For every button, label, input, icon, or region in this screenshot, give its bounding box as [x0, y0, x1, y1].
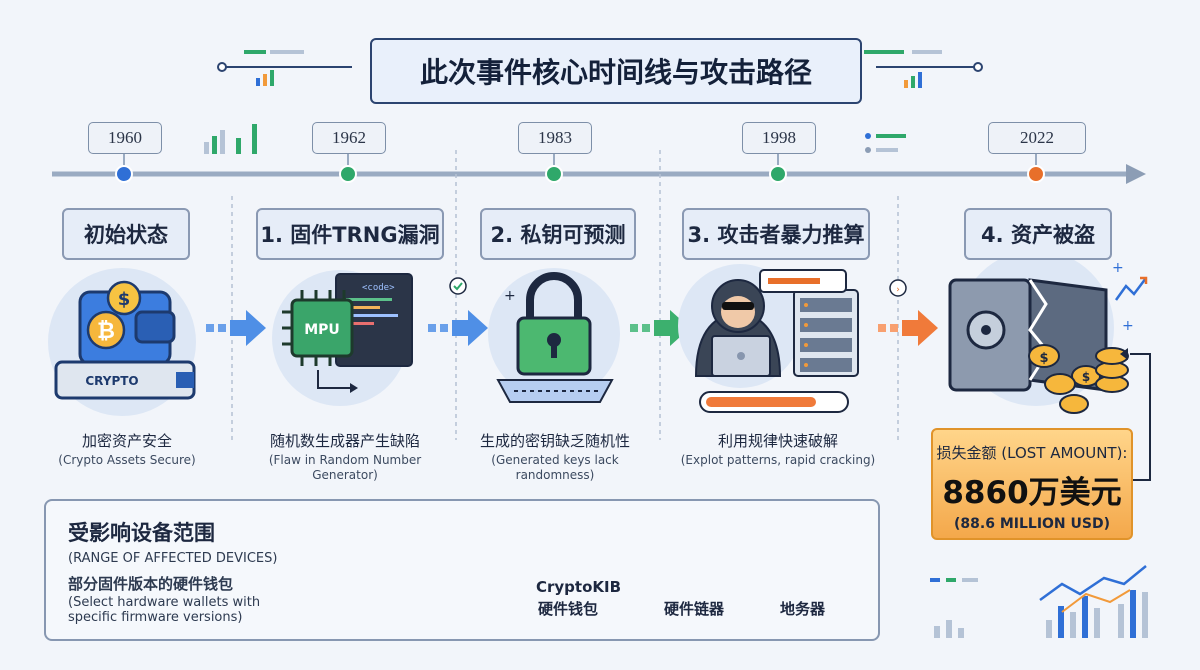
svg-text:+: + — [1112, 260, 1124, 276]
broken-safe-illustration: $ $ + + — [948, 250, 1151, 481]
devices-title-en: (RANGE OF AFFECTED DEVICES) — [68, 551, 278, 566]
affected-devices-panel: 受影响设备范围 (RANGE OF AFFECTED DEVICES) 部分固件… — [44, 499, 880, 641]
chip-label: MPU — [304, 322, 340, 338]
devices-subtitle: 部分固件版本的硬件钱包 — [68, 575, 234, 593]
mini-lines-icon — [865, 133, 906, 153]
caption-trng-zh: 随机数生成器产生缺陷 — [269, 432, 420, 450]
svg-text:$: $ — [1039, 351, 1048, 366]
year-label-2022: 2022 — [988, 122, 1086, 154]
title-decoration-left — [217, 50, 352, 86]
stage-brute-force: 3. 攻击者暴力推算 — [682, 208, 870, 260]
year-label-1960: 1960 — [88, 122, 162, 154]
year-label-1962: 1962 — [312, 122, 386, 154]
flow-arrow-2 — [428, 310, 488, 346]
caption-initial-zh: 加密资产安全 — [81, 432, 172, 450]
loss-amount: 8860万美元 — [942, 475, 1122, 511]
devices-title: 受影响设备范围 — [68, 521, 215, 545]
caption-trng-en: (Flaw in Random Number Generator) — [268, 453, 422, 482]
page-title: 此次事件核心时间线与攻击路径 — [370, 38, 862, 104]
flow-arrow-4 — [878, 310, 938, 346]
title-decoration-right — [864, 50, 983, 88]
stage-trng-flaw: 1. 固件TRNG漏洞 — [256, 208, 444, 260]
loss-callout: 损失金额 (LOST AMOUNT): 8860万美元 (88.6 MILLIO… — [931, 428, 1133, 540]
device-label-server: 地务器 — [780, 600, 826, 618]
year-label-1983: 1983 — [518, 122, 592, 154]
timeline — [52, 124, 1146, 440]
svg-text:+: + — [1122, 318, 1134, 334]
hacker-illustration: › — [678, 264, 907, 413]
caption-initial-en: (Crypto Assets Secure) — [58, 453, 196, 467]
loss-label: 损失金额 (LOST AMOUNT): — [936, 444, 1128, 462]
timeline-dot-1960 — [115, 165, 133, 183]
caption-keys: 生成的密钥缺乏随机性 (Generated keys lack randomne… — [480, 430, 630, 483]
code-tag: <code> — [362, 283, 395, 293]
stage-predictable-key: 2. 私钥可预测 — [480, 208, 636, 260]
caption-initial: 加密资产安全 (Crypto Assets Secure) — [52, 430, 202, 468]
stage-initial: 初始状态 — [62, 208, 190, 260]
loss-amount-en: (88.6 MILLION USD) — [954, 516, 1110, 532]
device-label-cryptokib: CryptoKIB — [536, 578, 622, 596]
caption-crack-en: (Explot patterns, rapid cracking) — [680, 453, 876, 467]
device-label-keys: 硬件链器 — [664, 600, 725, 618]
svg-text:₿: ₿ — [97, 319, 115, 344]
caption-crack-zh: 利用规律快速破解 — [717, 432, 838, 450]
caption-keys-zh: 生成的密钥缺乏随机性 — [480, 432, 631, 450]
wallet-device-label: CRYPTO — [85, 374, 138, 388]
svg-text:+: + — [504, 288, 516, 304]
chip-illustration: <code> MPU — [272, 270, 413, 406]
devices-subtitle-en: (Select hardware wallets with specific f… — [68, 595, 261, 625]
secure-wallet-illustration: $ ₿ CRYPTO — [48, 268, 196, 416]
timeline-dot-2022 — [1027, 165, 1045, 183]
timeline-dot-1998 — [769, 165, 787, 183]
lock-illustration: + — [449, 268, 620, 403]
flow-arrow-1 — [206, 310, 266, 346]
mini-bars-icon — [204, 124, 257, 154]
year-label-1998: 1998 — [742, 122, 816, 154]
device-label-hardware-wallet: 硬件钱包 — [538, 600, 599, 618]
timeline-dot-1962 — [339, 165, 357, 183]
stage-assets-stolen: 4. 资产被盗 — [964, 208, 1112, 260]
caption-crack: 利用规律快速破解 (Explot patterns, rapid crackin… — [672, 430, 884, 468]
timeline-dot-1983 — [545, 165, 563, 183]
svg-text:$: $ — [118, 289, 131, 310]
caption-keys-en: (Generated keys lack randomness) — [491, 453, 619, 482]
decorative-chart — [930, 565, 1148, 638]
caption-trng: 随机数生成器产生缺陷 (Flaw in Random Number Genera… — [260, 430, 430, 483]
svg-text:$: $ — [1082, 370, 1090, 384]
svg-text:›: › — [896, 285, 900, 295]
